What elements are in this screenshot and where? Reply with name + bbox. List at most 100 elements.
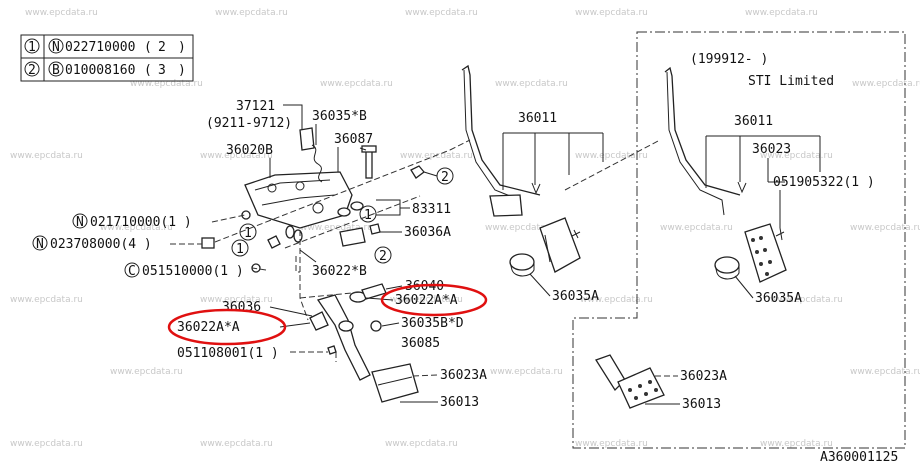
callout-1: 1 <box>244 226 252 241</box>
callout-1: 1 <box>364 208 372 223</box>
watermark-text: www.epcdata.ru <box>10 295 83 305</box>
label-36035A-sti: 36035A <box>755 291 802 306</box>
code-n: N <box>36 237 44 252</box>
label-36035BD: 36035B*D <box>401 316 464 331</box>
variant-name: STI Limited <box>748 74 834 89</box>
svg-text:): ) <box>178 40 186 55</box>
callout-2: 2 <box>441 170 449 185</box>
watermark-text: www.epcdata.ru <box>100 223 173 233</box>
clip-37121 <box>299 127 315 151</box>
callout-1: 1 <box>236 242 244 257</box>
callout-1-circle <box>359 205 377 223</box>
watermark-text: www.epcdata.ru <box>130 79 203 89</box>
bracket-36020B <box>244 171 353 229</box>
label-36036A: 36036A <box>404 225 451 240</box>
legend-row-2-num: 2 <box>28 63 36 78</box>
variant-date-range: (199912- ) <box>690 52 768 67</box>
legend-row-1-code: N <box>52 40 60 55</box>
label-36040: 36040 <box>405 279 444 294</box>
watermark-text: www.epcdata.ru <box>580 295 653 305</box>
bolt-36087 <box>365 149 373 179</box>
pedal-bracket-assembly: 2 1 2 1 1 <box>201 127 454 403</box>
label-36011-sti: 36011 <box>734 114 773 129</box>
label-36023A-sti: 36023A <box>680 369 727 384</box>
callout-1-circle <box>231 239 249 257</box>
bushing-36022A <box>309 311 329 331</box>
label-36087: 36087 <box>334 132 373 147</box>
watermark-text: www.epcdata.ru <box>852 79 920 89</box>
watermark-text: www.epcdata.ru <box>200 295 273 305</box>
watermark-text: www.epcdata.ru <box>760 151 833 161</box>
svg-text:): ) <box>178 63 186 78</box>
spring-36035B <box>311 144 323 183</box>
legend-row-2-code: B <box>52 63 60 78</box>
label-36022A-right: 36022A*A <box>395 293 458 308</box>
figure-id: A360001125 <box>820 450 898 465</box>
label-36023A: 36023A <box>440 368 487 383</box>
watermark-text: www.epcdata.ru <box>850 367 920 377</box>
sti-pedal-pad <box>617 367 665 409</box>
watermark-text: www.epcdata.ru <box>760 439 833 449</box>
watermark-text: www.epcdata.ru <box>110 367 183 377</box>
watermark-text: www.epcdata.ru <box>850 223 920 233</box>
legend-num-circle <box>24 61 40 77</box>
code-n-circle <box>32 235 48 251</box>
label-051108001: 051108001(1 ) <box>177 346 279 361</box>
legend-table: 1 N 022710000 ( 2 ) 2 B 010008160 ( 3 ) <box>20 34 194 82</box>
label-36013-sti: 36013 <box>682 397 721 412</box>
legend-code-circle <box>48 61 64 77</box>
accelerator-pedal-assembly: 36011 36035A <box>449 64 661 304</box>
sti-accelerator-pad <box>744 223 787 283</box>
variant-frame: (199912- ) STI Limited <box>572 31 906 449</box>
legend-row-1-qty: 2 <box>158 40 166 55</box>
watermark-text: www.epcdata.ru <box>745 8 818 18</box>
label-36023-sti: 36023 <box>752 142 791 157</box>
watermark-text: www.epcdata.ru <box>400 151 473 161</box>
code-n: N <box>76 215 84 230</box>
label-36035A: 36035A <box>552 289 599 304</box>
code-c: C <box>128 264 136 279</box>
part-labels-main: 37121 (9211-9712) 36035*B 36087 36020B 8… <box>32 99 488 410</box>
label-051905322: 051905322(1 ) <box>773 175 875 190</box>
svg-text:(: ( <box>144 63 152 78</box>
highlight-36022A-left <box>167 308 287 346</box>
legend-row-2-part: 010008160 <box>65 63 135 78</box>
callout-1-circle <box>239 223 257 241</box>
label-36022A-left: 36022A*A <box>177 320 240 335</box>
svg-text:(: ( <box>144 40 152 55</box>
legend-row-2-qty: 3 <box>158 63 166 78</box>
accelerator-arm <box>461 64 541 196</box>
label-051510000: 051510000(1 ) <box>142 264 244 279</box>
label-36085: 36085 <box>401 336 440 351</box>
watermark-text: www.epcdata.ru <box>10 439 83 449</box>
watermark-text: www.epcdata.ru <box>495 79 568 89</box>
watermark-text: www.epcdata.ru <box>200 439 273 449</box>
pedal-arm-36013 <box>316 294 371 381</box>
label-37121: 37121 <box>236 99 275 114</box>
stopper-36035A <box>509 253 535 271</box>
watermark-text: www.epcdata.ru <box>575 151 648 161</box>
label-36020B: 36020B <box>226 143 273 158</box>
sti-stopper-36035A <box>714 256 740 274</box>
watermark-text: www.epcdata.ru <box>660 223 733 233</box>
legend-code-circle <box>48 38 64 54</box>
watermark-text: www.epcdata.ru <box>485 223 558 233</box>
sti-accelerator-arm <box>664 66 741 196</box>
code-n-circle <box>72 213 88 229</box>
watermark-text: www.epcdata.ru <box>770 295 843 305</box>
callout-2: 2 <box>379 249 387 264</box>
label-9211-9712: (9211-9712) <box>206 116 292 131</box>
label-83311: 83311 <box>412 202 451 217</box>
label-36035B: 36035*B <box>312 109 367 124</box>
watermark-text: www.epcdata.ru <box>575 8 648 18</box>
label-36022B: 36022*B <box>312 264 367 279</box>
legend-row-1-part: 022710000 <box>65 40 135 55</box>
pedal-pad-36023A <box>371 363 419 403</box>
label-021710000: 021710000(1 ) <box>90 215 192 230</box>
code-c-circle <box>124 262 140 278</box>
watermark-text: www.epcdata.ru <box>200 151 273 161</box>
watermark-text: www.epcdata.ru <box>405 8 478 18</box>
variant-frame-border <box>572 31 906 449</box>
callout-2-circle <box>374 246 392 264</box>
